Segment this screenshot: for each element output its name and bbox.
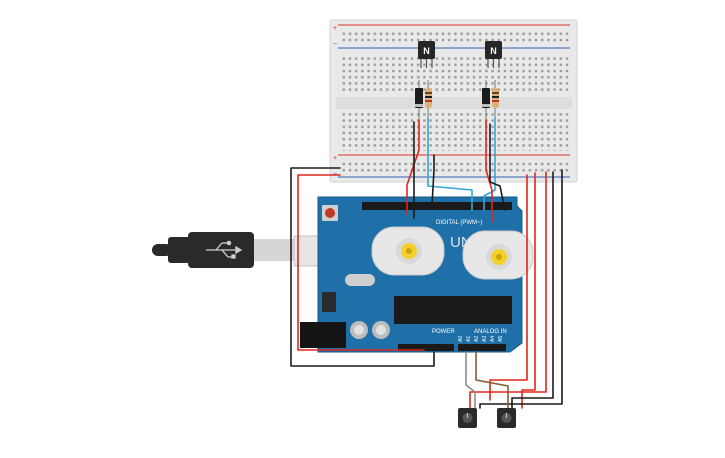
breadboard: + − + − <box>329 19 578 183</box>
wire-red-motor-right <box>485 119 493 223</box>
analog-pin-label: A2 <box>474 336 480 342</box>
analog-pin-label: A3 <box>482 336 488 342</box>
power-header-label: POWER <box>432 329 455 335</box>
wire-cyan-right <box>483 117 496 211</box>
wire-black-gnd <box>290 167 435 367</box>
wires <box>290 117 563 409</box>
usb-metal-shield <box>254 239 296 261</box>
transistor-label: N <box>423 46 430 56</box>
gear-icon <box>401 243 417 259</box>
wire-black-pot-2 <box>479 169 563 409</box>
usb-icon <box>206 240 243 259</box>
wire-black-pot-1 <box>511 171 554 409</box>
digital-header-label: DIGITAL (PWM~) <box>436 220 483 226</box>
reset-button[interactable] <box>322 205 338 221</box>
wire-gray-a0 <box>465 351 476 409</box>
wire-red-motor-left <box>406 119 420 215</box>
analog-pin-label: A5 <box>498 336 504 342</box>
capacitor-1 <box>350 321 368 339</box>
analog-header <box>458 344 506 351</box>
dc-power-jack <box>300 322 346 348</box>
analog-pin-label: A4 <box>490 336 496 342</box>
power-header <box>398 344 454 351</box>
svg-text:+: + <box>333 155 337 162</box>
gear-icon <box>491 249 507 265</box>
potentiometer-left[interactable] <box>458 408 477 428</box>
atmega-chip <box>394 296 512 324</box>
transistor-label: N <box>490 46 497 56</box>
wire-red-pot-1 <box>489 174 528 401</box>
diode-right[interactable] <box>482 80 490 120</box>
analog-pin-label: A0 <box>458 336 464 342</box>
wire-red-pot-2 <box>521 172 536 409</box>
analog-pin-label: A1 <box>466 336 472 342</box>
transistor-q2[interactable]: N <box>485 41 502 68</box>
wire-red-5v <box>297 174 425 351</box>
resistor-right[interactable] <box>492 80 499 120</box>
svg-text:+: + <box>333 25 337 32</box>
potentiometer-right[interactable] <box>497 408 516 428</box>
wire-black-top <box>431 154 435 206</box>
svg-text:−: − <box>333 41 337 48</box>
digital-header <box>362 202 512 210</box>
dc-motor-left[interactable] <box>371 226 445 276</box>
wire-brown-a1 <box>475 351 509 409</box>
usb-cable[interactable] <box>152 232 341 268</box>
transistor-q1[interactable]: N <box>418 41 435 68</box>
resistor-left[interactable] <box>425 80 432 120</box>
dc-motor-right[interactable] <box>462 230 534 280</box>
analog-header-label: ANALOG IN <box>474 329 507 335</box>
wire-black-right <box>489 123 506 211</box>
capacitor-2 <box>372 321 390 339</box>
crystal <box>345 274 375 286</box>
wire-cyan-left <box>427 117 473 211</box>
voltage-regulator <box>322 292 336 312</box>
diode-left[interactable] <box>415 80 423 120</box>
